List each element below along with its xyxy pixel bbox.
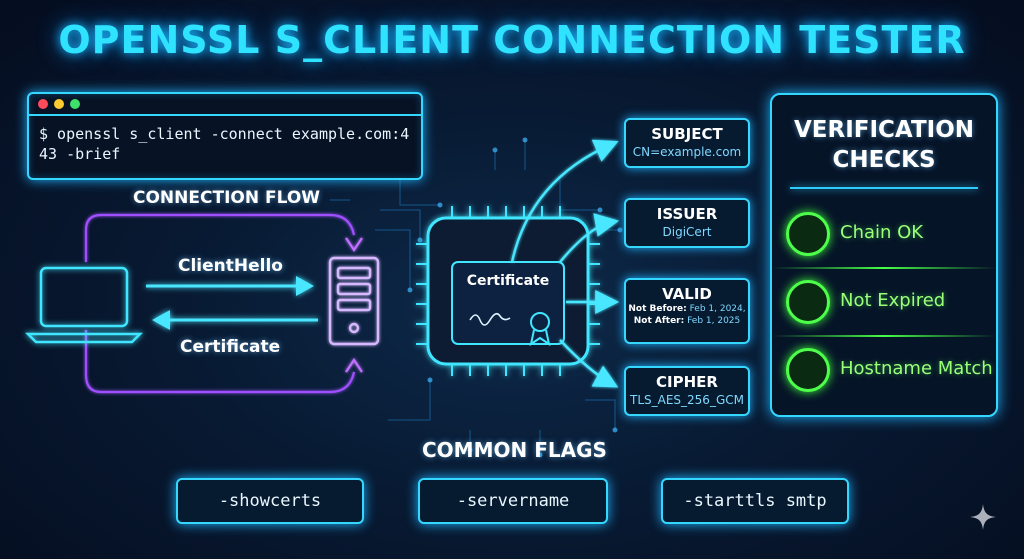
not-after-label: Not After: xyxy=(633,316,685,326)
certificate-chip xyxy=(416,206,600,376)
flag-servername[interactable]: -servername xyxy=(418,478,608,524)
check-divider xyxy=(772,267,996,269)
verification-title-line1: VERIFICATION xyxy=(794,117,974,143)
maximize-dot-icon xyxy=(70,99,80,109)
check-label: Not Expired xyxy=(840,290,946,311)
terminal-command: $ openssl s_client -connect example.com:… xyxy=(39,125,410,163)
certificate-return-arrow xyxy=(152,310,318,330)
check-hostname-match: Hostname Match xyxy=(786,348,993,392)
check-label: Hostname Match xyxy=(840,358,993,379)
check-circle-icon xyxy=(786,280,830,324)
sparkle-icon xyxy=(970,504,996,530)
close-dot-icon xyxy=(38,99,48,109)
cipher-box: CIPHER TLS_AES_256_GCM xyxy=(624,366,750,416)
issuer-value: DigiCert xyxy=(662,225,712,239)
connection-flow-label: CONNECTION FLOW xyxy=(133,188,321,208)
issuer-title: ISSUER xyxy=(656,205,718,223)
not-after-line: Not After: Feb 1, 2025 xyxy=(626,315,748,327)
verification-divider xyxy=(790,187,978,189)
minimize-dot-icon xyxy=(54,99,64,109)
check-circle-icon xyxy=(786,348,830,392)
laptop-icon xyxy=(24,266,144,344)
flag-starttls-smtp[interactable]: -starttls smtp xyxy=(661,478,849,524)
valid-title: VALID xyxy=(662,285,712,303)
certificate-chip-label: Certificate xyxy=(466,273,550,289)
page-title: OPENSSL S_CLIENT CONNECTION TESTER xyxy=(58,18,966,62)
issuer-box: ISSUER DigiCert xyxy=(624,198,750,248)
check-chain-ok: Chain OK xyxy=(786,212,992,256)
certificate-return-label: Certificate xyxy=(180,337,281,357)
not-before-line: Not Before: Feb 1, 2024, xyxy=(626,303,748,315)
terminal-title-bar xyxy=(29,94,421,116)
verification-title-line2: CHECKS xyxy=(832,147,936,173)
client-hello-arrow xyxy=(146,276,314,296)
check-circle-icon xyxy=(786,212,830,256)
verification-title: VERIFICATION CHECKS xyxy=(772,115,996,175)
subject-value: CN=example.com xyxy=(632,145,742,159)
valid-box: VALID Not Before: Feb 1, 2024, Not After… xyxy=(624,278,750,344)
client-hello-label: ClientHello xyxy=(178,256,283,276)
common-flags-label: COMMON FLAGS xyxy=(422,438,607,462)
verification-panel: VERIFICATION CHECKS Chain OK Not Expired… xyxy=(770,93,998,417)
cipher-title: CIPHER xyxy=(656,373,718,391)
check-label: Chain OK xyxy=(840,222,924,243)
flag-showcerts[interactable]: -showcerts xyxy=(176,478,364,524)
subject-title: SUBJECT xyxy=(651,125,723,143)
cipher-value: TLS_AES_256_GCM xyxy=(630,393,744,407)
server-icon xyxy=(328,256,380,346)
not-before-value: Feb 1, 2024, xyxy=(689,304,746,314)
detail-arrows xyxy=(510,139,620,388)
flow-loop-lines xyxy=(84,213,363,394)
not-before-label: Not Before: xyxy=(628,304,687,314)
terminal-window: $ openssl s_client -connect example.com:… xyxy=(27,92,423,180)
not-after-value: Feb 1, 2025 xyxy=(687,316,741,326)
check-not-expired: Not Expired xyxy=(786,280,992,324)
subject-box: SUBJECT CN=example.com xyxy=(624,118,750,168)
check-divider xyxy=(772,335,996,337)
